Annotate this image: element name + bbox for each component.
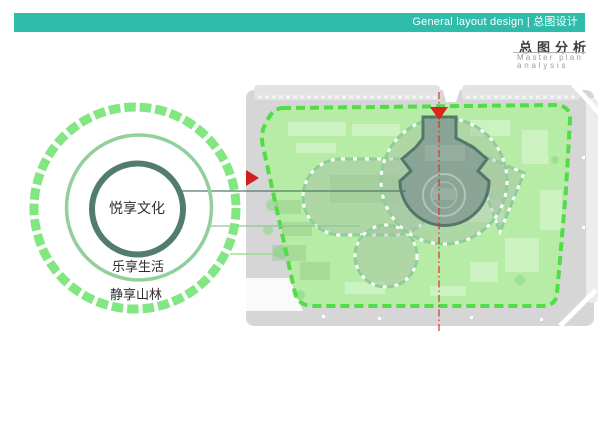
ring-label-middle: 乐享生活: [111, 259, 164, 274]
section-subtitle-line2: analysis: [517, 61, 569, 70]
street-corner: [246, 278, 303, 311]
section-title-underline: [513, 52, 586, 53]
section-title: 总图分析: [518, 40, 591, 55]
ring-outer: [29, 102, 241, 314]
section-subtitle: Master plan analysis: [517, 54, 583, 70]
site-dashed-boundary: [259, 102, 573, 308]
zone-core-shape: [398, 115, 491, 227]
city-block: [462, 85, 580, 100]
arrow-down-icon: [430, 107, 448, 120]
concept-rings: [29, 102, 241, 314]
street-gap: [571, 82, 600, 116]
section-subtitle-line1: Master plan: [517, 53, 583, 62]
street-gap: [441, 83, 462, 102]
city-block: [586, 98, 598, 303]
building-footprints: [288, 120, 562, 296]
ring-middle: [64, 133, 214, 282]
street-gap: [558, 288, 598, 328]
ring-label-core: 悦享文化: [109, 200, 165, 216]
ring-inner: [89, 160, 186, 258]
axis: [430, 92, 448, 334]
ring-label-outer: 静享山林: [109, 287, 162, 302]
header-title: General layout design | 总图设计: [412, 16, 578, 28]
zone-core: [398, 115, 491, 227]
header-bar: General layout design | 总图设计: [14, 13, 585, 32]
arrow-right-icon: [246, 170, 259, 186]
